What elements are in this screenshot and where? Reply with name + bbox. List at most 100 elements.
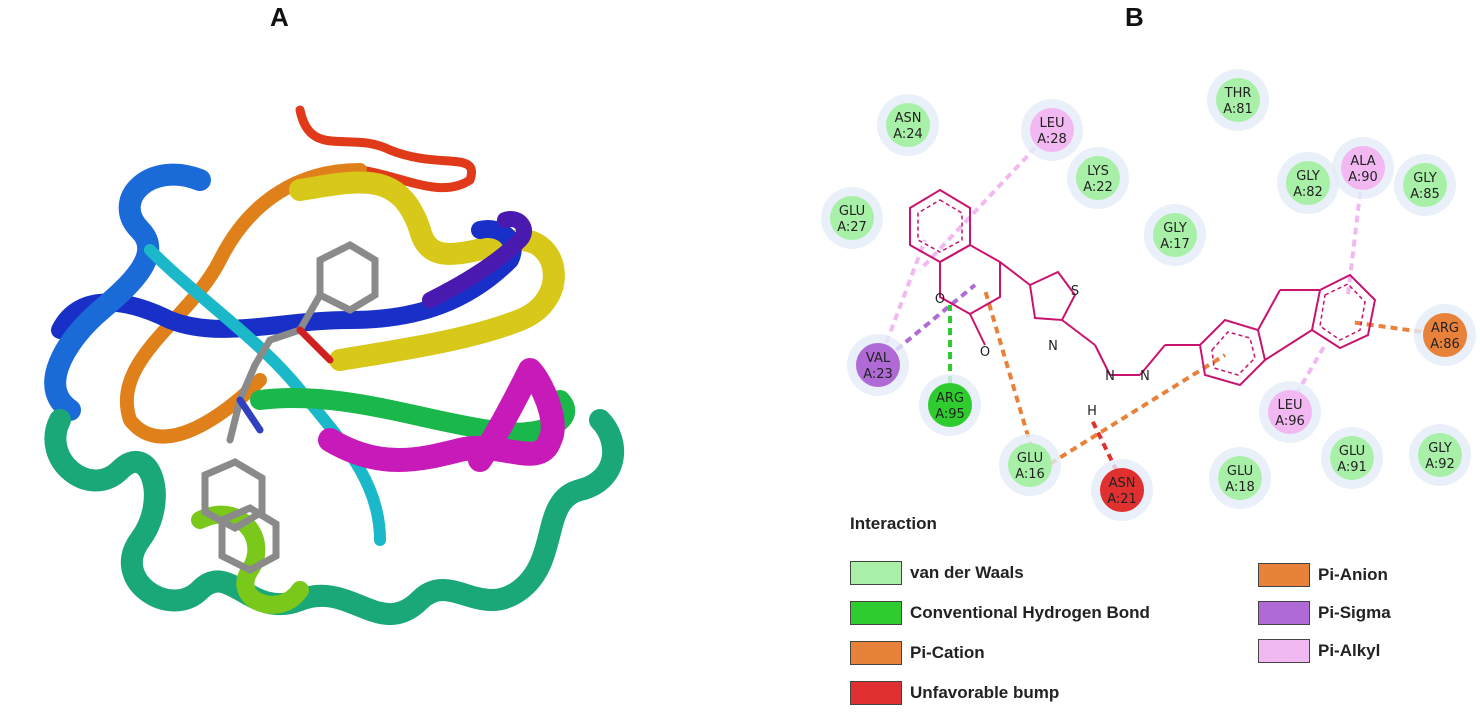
legend-label: Pi-Alkyl xyxy=(1318,641,1381,660)
residue-name: LEU xyxy=(1040,116,1065,131)
protein-ribbon-structure xyxy=(44,105,624,625)
ribbon-red-loop xyxy=(295,105,476,193)
atom-n-imine: N xyxy=(1140,369,1150,384)
residue-number: A:92 xyxy=(1425,457,1455,472)
residue-name: ARG xyxy=(936,391,964,406)
legend-swatch xyxy=(850,601,902,625)
legend-swatch xyxy=(850,681,902,705)
legend-item-pi-anion: Pi-Anion xyxy=(1258,562,1388,588)
residue-name: GLY xyxy=(1163,221,1187,236)
interaction-line-pi-cation-glu16-a xyxy=(983,289,1037,461)
interaction-line-pi-alkyl-leu28 xyxy=(918,128,1054,272)
residue-name: THR xyxy=(1224,86,1252,101)
legend-label: Pi-Anion xyxy=(1318,565,1388,584)
atom-n-hydrazine: N xyxy=(1105,369,1115,384)
residue-name: ASN xyxy=(1109,476,1136,491)
atom-n-thiazole: N xyxy=(1048,339,1058,354)
residue-name: GLY xyxy=(1413,171,1437,186)
residue-number: A:81 xyxy=(1223,102,1253,117)
residue-number: A:90 xyxy=(1348,170,1378,185)
residue-name: ARG xyxy=(1431,321,1459,336)
panel-label-b: B xyxy=(1125,2,1144,32)
ribbon-purple-strand xyxy=(422,211,532,308)
legend-title: Interaction xyxy=(850,514,937,533)
aromatic-inner-rings xyxy=(917,199,1366,376)
residue-number: A:86 xyxy=(1430,337,1460,352)
residue-number: A:28 xyxy=(1037,132,1067,147)
legend-item-hydrogen-bond: Conventional Hydrogen Bond xyxy=(850,600,1150,626)
residue-number: A:85 xyxy=(1410,187,1440,202)
residue-number: A:22 xyxy=(1083,180,1113,195)
residue-number: A:24 xyxy=(893,127,923,142)
residue-number: A:18 xyxy=(1225,480,1255,495)
residue-number: A:91 xyxy=(1337,460,1367,475)
residue-name: GLU xyxy=(1339,444,1365,459)
residue-number: A:27 xyxy=(837,220,867,235)
residue-name: VAL xyxy=(866,351,891,366)
residue-name: GLY xyxy=(1428,441,1452,456)
residue-name: ALA xyxy=(1350,154,1375,169)
residue-name: LEU xyxy=(1278,398,1303,413)
residue-name: GLY xyxy=(1296,169,1320,184)
residue-number: A:17 xyxy=(1160,237,1190,252)
ribbon-magenta-helix xyxy=(318,358,565,472)
legend-swatch xyxy=(1258,639,1310,663)
ligand-2d-structure xyxy=(909,188,1377,387)
panel-label-a: A xyxy=(270,2,289,32)
legend-swatch xyxy=(1258,563,1310,587)
legend-swatch xyxy=(850,641,902,665)
ribbon-lightblue-helix xyxy=(44,163,211,421)
residue-name: ASN xyxy=(895,111,922,126)
interaction-line-pi-cation-glu16-b xyxy=(1038,353,1227,472)
residue-number: A:16 xyxy=(1015,467,1045,482)
legend-item-pi-cation: Pi-Cation xyxy=(850,640,985,666)
interaction-line-pi-alkyl-ala90 xyxy=(1346,167,1365,296)
residue-number: A:82 xyxy=(1293,185,1323,200)
legend-label: Unfavorable bump xyxy=(910,683,1060,702)
residue-name: GLU xyxy=(1227,464,1253,479)
residue-number: A:21 xyxy=(1107,492,1137,507)
legend-swatch xyxy=(850,561,902,585)
residue-name: GLU xyxy=(839,204,865,219)
interaction-line-pi-sigma-val23 xyxy=(876,283,977,367)
ribbon-orange-loop xyxy=(119,163,367,444)
atom-o-carbonyl: O xyxy=(980,345,990,360)
legend-item-pi-sigma: Pi-Sigma xyxy=(1258,600,1391,626)
legend-label: van der Waals xyxy=(910,563,1024,582)
legend-label: Conventional Hydrogen Bond xyxy=(910,603,1150,622)
legend-item-unfavorable-bump: Unfavorable bump xyxy=(850,680,1059,706)
legend-label: Pi-Cation xyxy=(910,643,985,662)
legend-label: Pi-Sigma xyxy=(1318,603,1391,622)
ligand-stick-model xyxy=(201,241,379,574)
residue-number: A:95 xyxy=(935,407,965,422)
residue-group: ASNA:24LEUA:28THRA:81LYSA:22GLYA:82ALAA:… xyxy=(821,69,1476,521)
atom-s-thiazole: S xyxy=(1071,284,1079,299)
residue-name: LYS xyxy=(1087,164,1109,179)
interaction-line-pi-alkyl-val23 xyxy=(876,239,927,366)
residue-name: GLU xyxy=(1017,451,1043,466)
legend-item-van-der-waals: van der Waals xyxy=(850,560,1024,586)
legend-item-pi-alkyl: Pi-Alkyl xyxy=(1258,638,1380,664)
atom-h: H xyxy=(1087,404,1097,419)
residue-number: A:96 xyxy=(1275,414,1305,429)
atom-o-ring: O xyxy=(935,292,945,307)
